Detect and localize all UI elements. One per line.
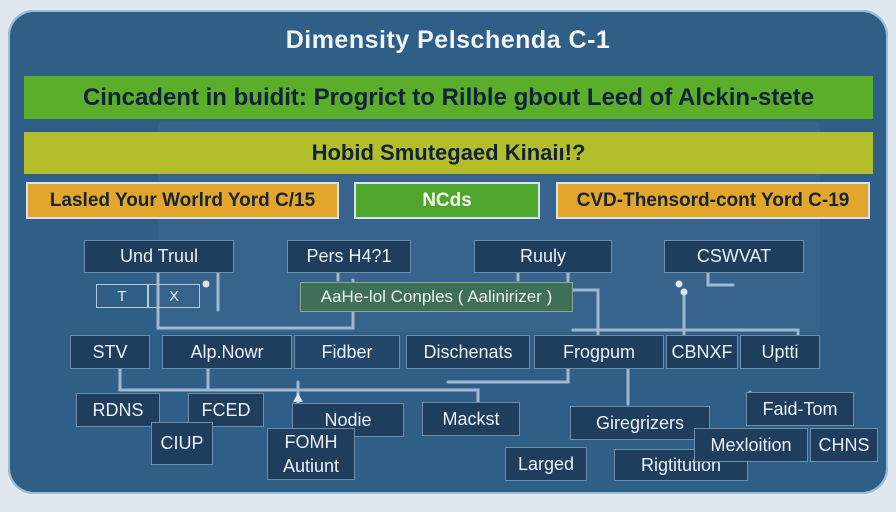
node-ciup: CIUP [151, 422, 213, 465]
headline-band: Cincadent in buidit: Progrict to Rilble … [24, 76, 873, 119]
connector-ruuly-to-frogpum [566, 270, 600, 350]
node-dischenats: Dischenats [406, 335, 530, 369]
page-title: Dimensity Pelschenda C-1 [285, 26, 611, 54]
node-rigtitution: Rigtitution [614, 449, 748, 481]
node-chns: CHNS [810, 428, 878, 462]
node-rdns: RDNS [76, 393, 160, 427]
node-ruuly: Ruuly [474, 240, 612, 273]
note-label: AaHe-lol Conples ( Aalinirizer ) [300, 282, 573, 312]
node-faid-tom: Faid-Tom [746, 392, 854, 426]
node-autiunt-label: Autiunt [282, 456, 340, 476]
connector-dot [202, 280, 210, 288]
connector-dischenats-bus [446, 365, 570, 384]
node-cbnxf: CBNXF [666, 335, 738, 369]
arrow-up-icon [293, 393, 303, 402]
node-fomh-label: FOMH [284, 432, 338, 452]
subheadline-band: Hobid Smutegaed Kinaiı!? [24, 132, 873, 174]
node-fced: FCED [188, 393, 264, 427]
node-giregrizers: Giregrizers [570, 406, 710, 440]
mini-cell-t: T [96, 284, 148, 308]
node-stv: STV [70, 335, 150, 369]
node-uptti: Uptti [740, 335, 820, 369]
pill-right: CVD-Thensord-cont Yord C-19 [556, 182, 870, 219]
node-mexloition: Mexloition [694, 428, 808, 462]
diagram-frame: Dimensity Pelschenda C-1 Cincadent in bu… [8, 10, 888, 494]
node-pers: Pers H4?1 [287, 240, 411, 273]
node-mackst: Mackst [422, 402, 520, 436]
node-frogpum: Frogpum [534, 335, 664, 369]
node-und-truul: Und Truul [84, 240, 234, 273]
connector-dot [675, 280, 683, 288]
pill-middle: NCds [354, 182, 540, 219]
node-larged: Larged [505, 447, 587, 481]
node-fidber: Fidber [294, 335, 400, 369]
pill-left: Lasled Your Worlrd Yord C/15 [26, 182, 339, 219]
node-fomh-autiunt: FOMH Autiunt [267, 428, 355, 480]
node-cswvat: CSWVAT [664, 240, 804, 273]
connector-dot [680, 288, 688, 296]
node-alpnowr: Alp.Nowr [162, 335, 292, 369]
connector-cswvat-down [706, 270, 735, 287]
mini-cell-x: X [148, 284, 200, 308]
